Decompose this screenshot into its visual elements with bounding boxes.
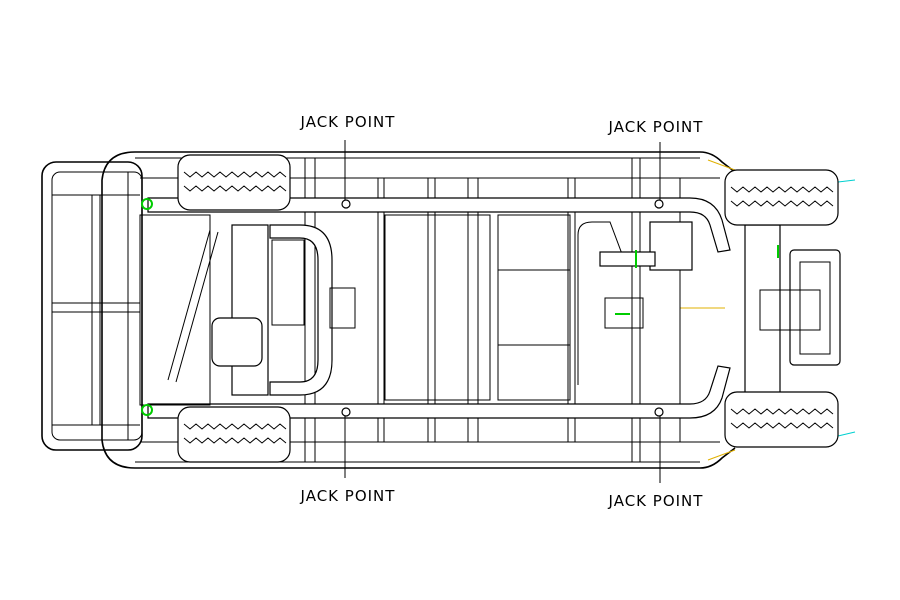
tire-rear-top bbox=[177, 154, 291, 211]
tire-rear-bottom bbox=[177, 406, 291, 463]
jack-point-label: JACK POINT bbox=[608, 118, 704, 136]
jack-point-marker bbox=[654, 407, 664, 417]
jack-points: JACK POINT JACK POINT JACK POINT JACK PO… bbox=[300, 113, 704, 510]
main-rails bbox=[147, 197, 731, 419]
jack-point-label: JACK POINT bbox=[300, 487, 396, 505]
jack-point-marker bbox=[341, 407, 351, 417]
jack-point-label: JACK POINT bbox=[608, 492, 704, 510]
tire-front-bottom bbox=[724, 391, 839, 448]
controller-box bbox=[599, 221, 693, 329]
tires bbox=[177, 154, 839, 463]
rear-bumper-frame bbox=[41, 161, 143, 451]
jack-point-marker bbox=[654, 199, 664, 209]
jack-point-marker bbox=[341, 199, 351, 209]
rear-axle-motor bbox=[139, 198, 356, 416]
tire-front-top bbox=[724, 169, 839, 226]
jack-point-label: JACK POINT bbox=[300, 113, 396, 131]
front-suspension bbox=[744, 179, 856, 437]
